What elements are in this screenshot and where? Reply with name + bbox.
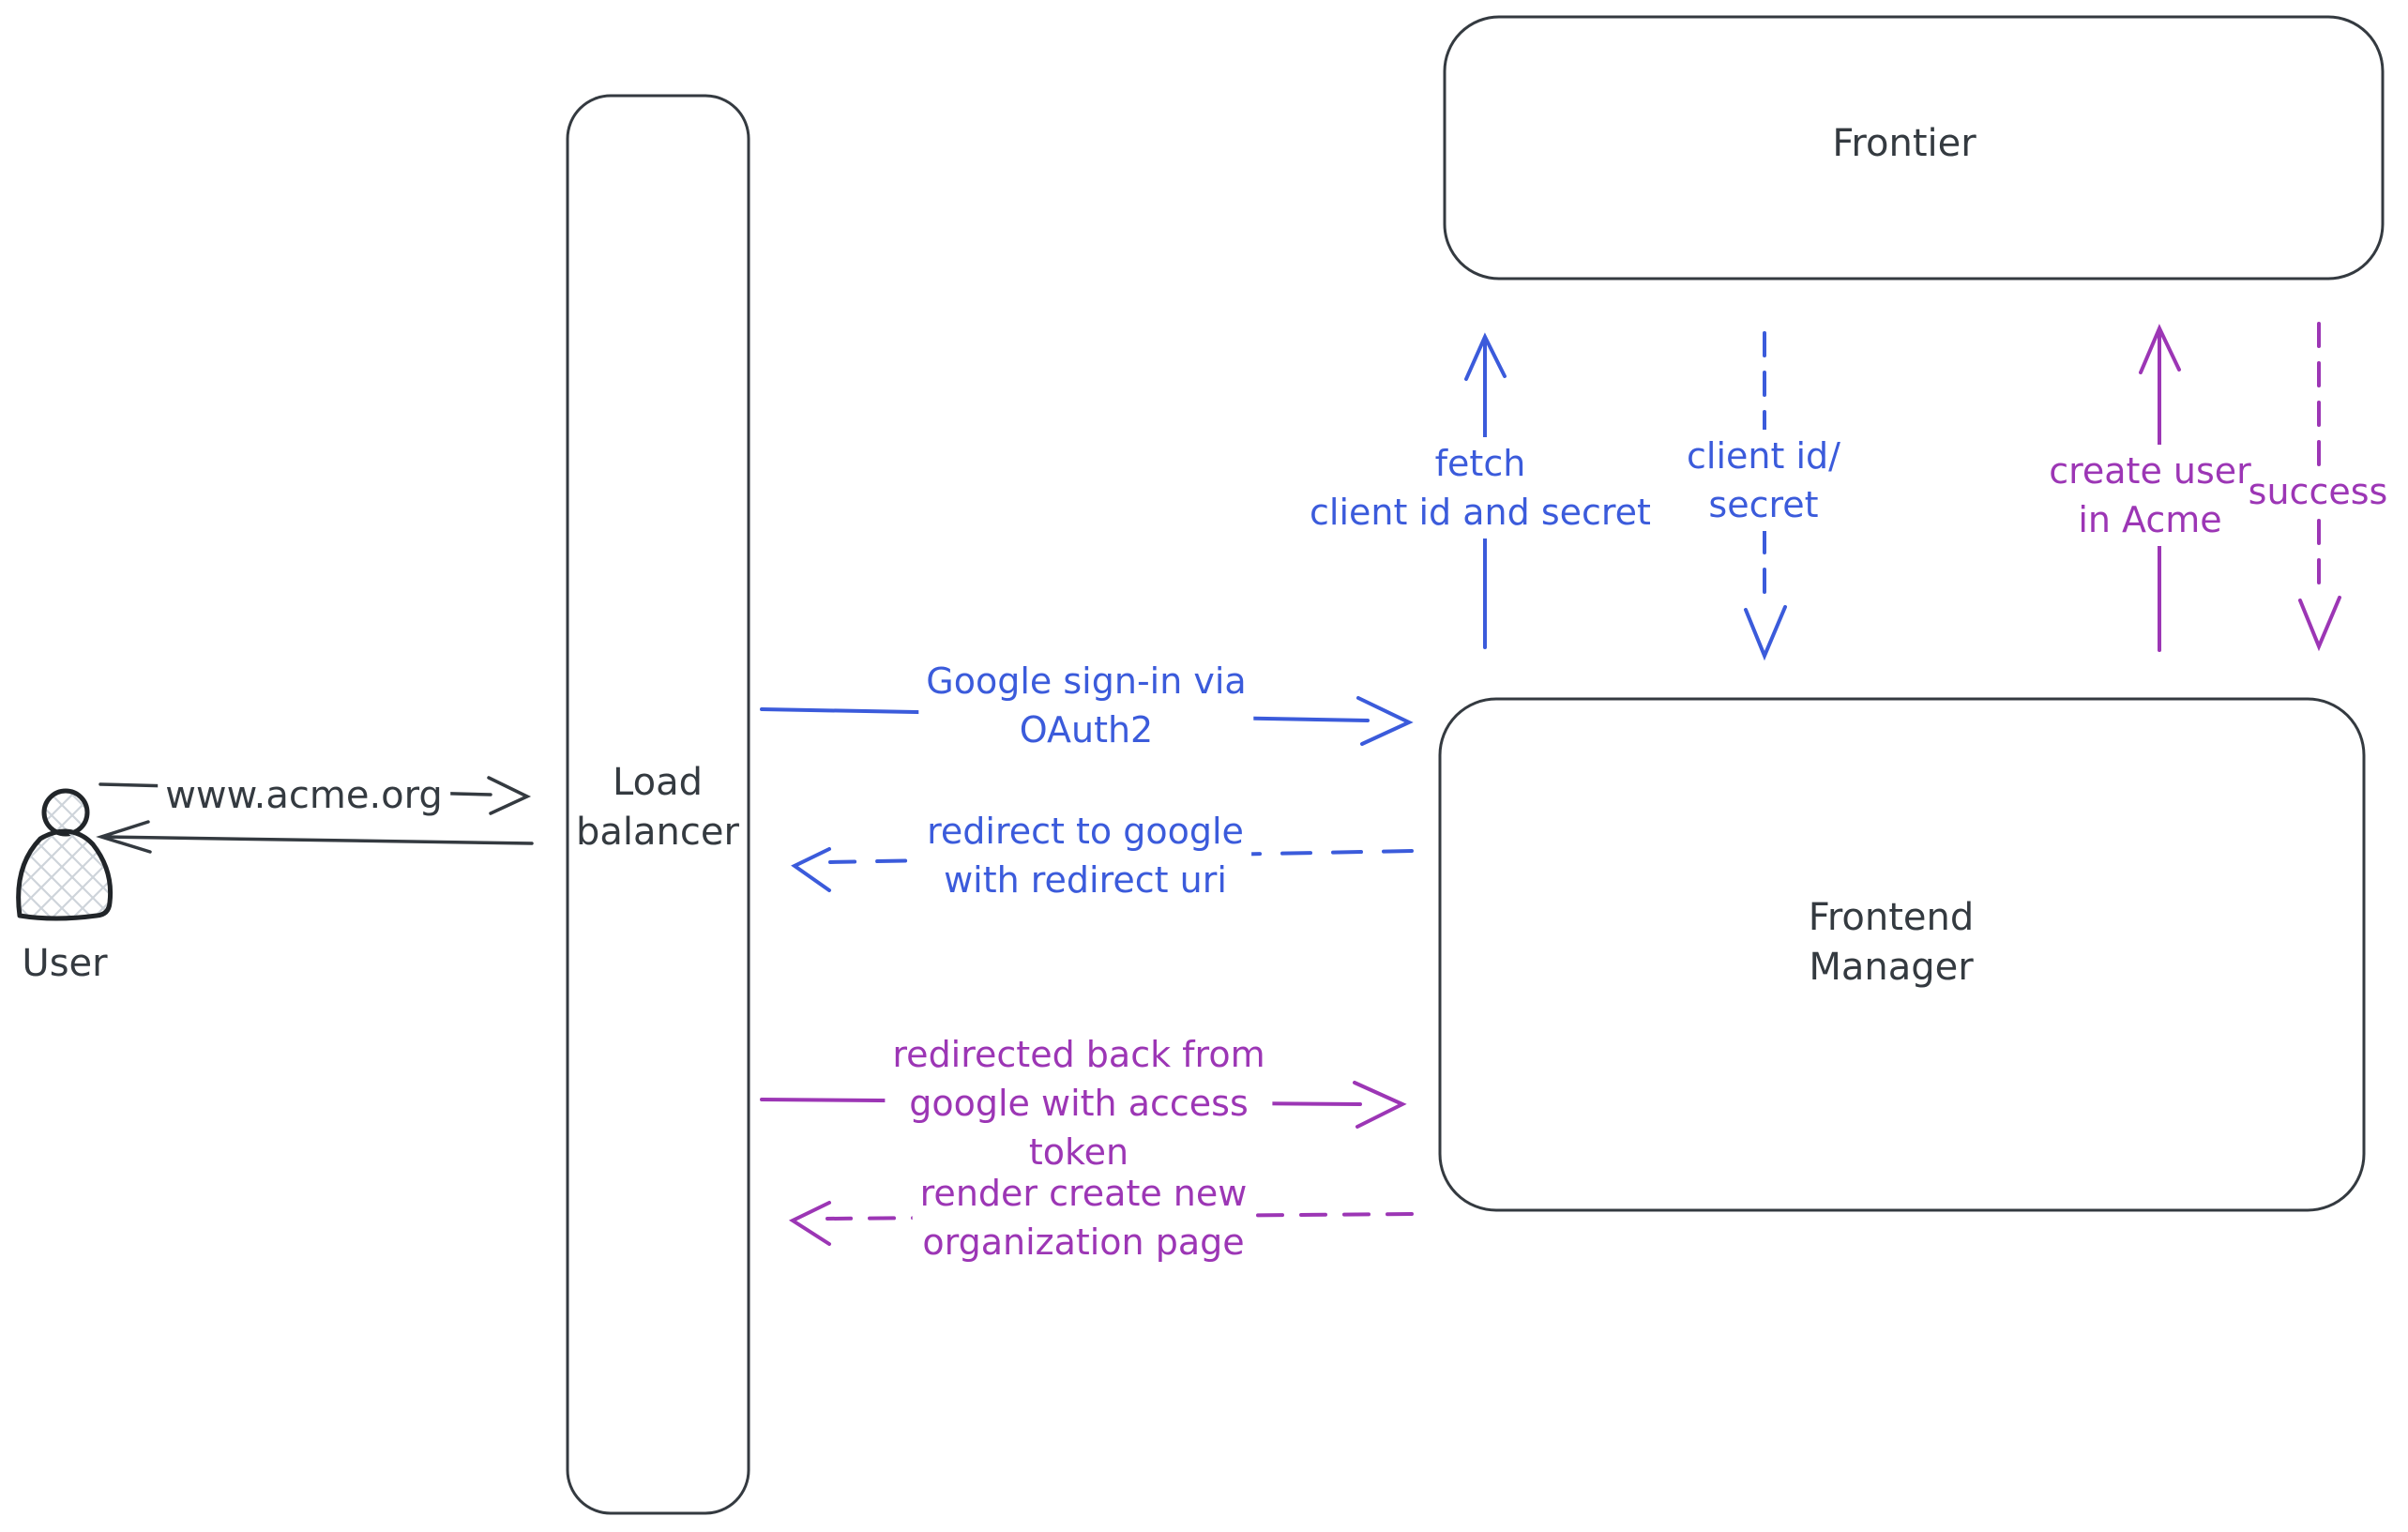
success-label: success [2244, 467, 2392, 516]
frontend-manager-label: Frontend Manager [1808, 896, 1975, 989]
client-id-secret-label: client id/ secret [1679, 430, 1848, 531]
arrow-acme-response [96, 820, 534, 854]
frontier-box [1443, 15, 2385, 281]
user-label: User [22, 942, 108, 985]
google-signin-label: Google sign-in via OAuth2 [918, 655, 1254, 756]
arrow-success [2298, 322, 2341, 652]
load-balancer-box [566, 94, 750, 1515]
create-user-label: create user in Acme [2041, 445, 2259, 546]
fetch-client-label: fetch client id and secret [1302, 437, 1658, 538]
frontend-manager-box [1438, 697, 2366, 1212]
redirected-back-label: redirected back from google with access … [885, 1028, 1273, 1178]
user-icon [16, 788, 114, 921]
render-page-label: render create new organization page [912, 1167, 1255, 1268]
acme-url-label: www.acme.org [158, 769, 450, 823]
redirect-google-label: redirect to google with redirect uri [919, 805, 1251, 906]
load-balancer-label: Load balancer [576, 761, 739, 854]
frontier-label: Frontier [1832, 122, 1976, 165]
